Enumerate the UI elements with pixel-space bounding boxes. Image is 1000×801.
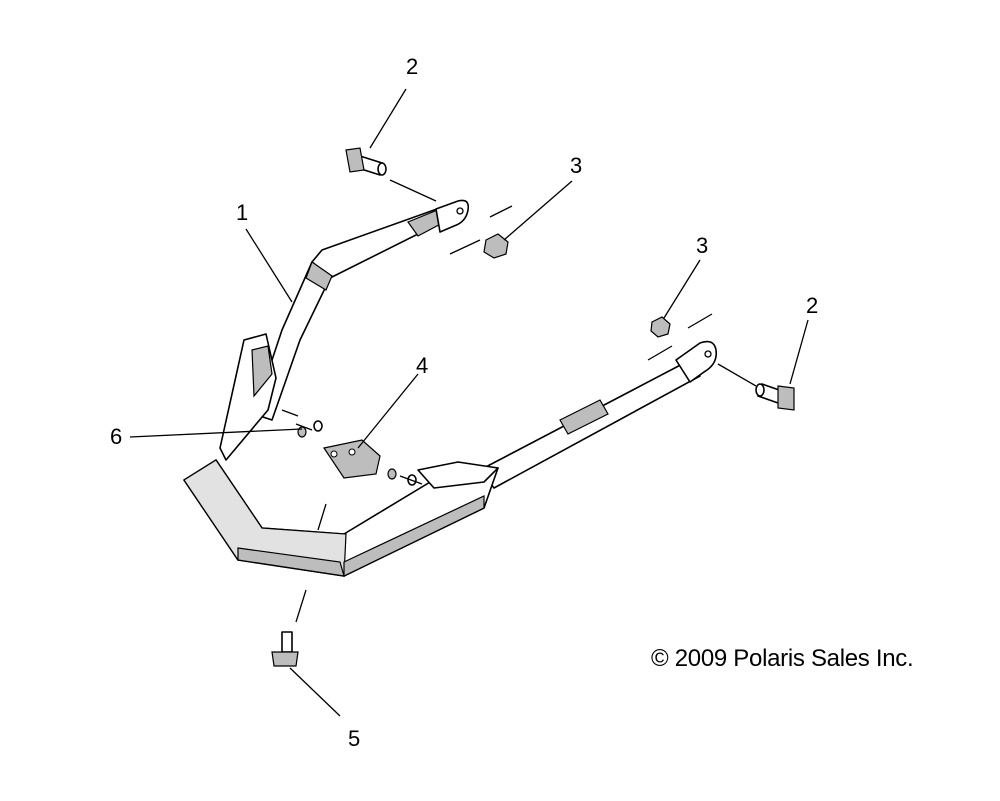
- callout-4: 4: [416, 353, 428, 378]
- callout-3-upper: 3: [570, 153, 582, 178]
- bracket-4: [323, 439, 381, 479]
- nut-3-upper: [483, 233, 509, 259]
- copyright-notice: © 2009 Polaris Sales Inc.: [651, 645, 914, 672]
- bolt-2-right: [755, 383, 795, 411]
- callout-3-lower: 3: [696, 233, 708, 258]
- callout-1: 1: [236, 200, 248, 225]
- leader-lines: [129, 88, 809, 717]
- nut-3-lower: [650, 316, 671, 338]
- bolt-5: [271, 631, 299, 667]
- callout-labels: 1 2 3 3 2 4 6 5: [110, 54, 818, 751]
- bumper-assembly: [183, 199, 718, 577]
- callout-2-right: 2: [806, 293, 818, 318]
- callout-2-upper: 2: [406, 54, 418, 79]
- callout-6: 6: [110, 424, 122, 449]
- callout-5: 5: [348, 726, 360, 751]
- bolt-2-upper: [345, 147, 387, 176]
- assembly-lines: [281, 179, 757, 623]
